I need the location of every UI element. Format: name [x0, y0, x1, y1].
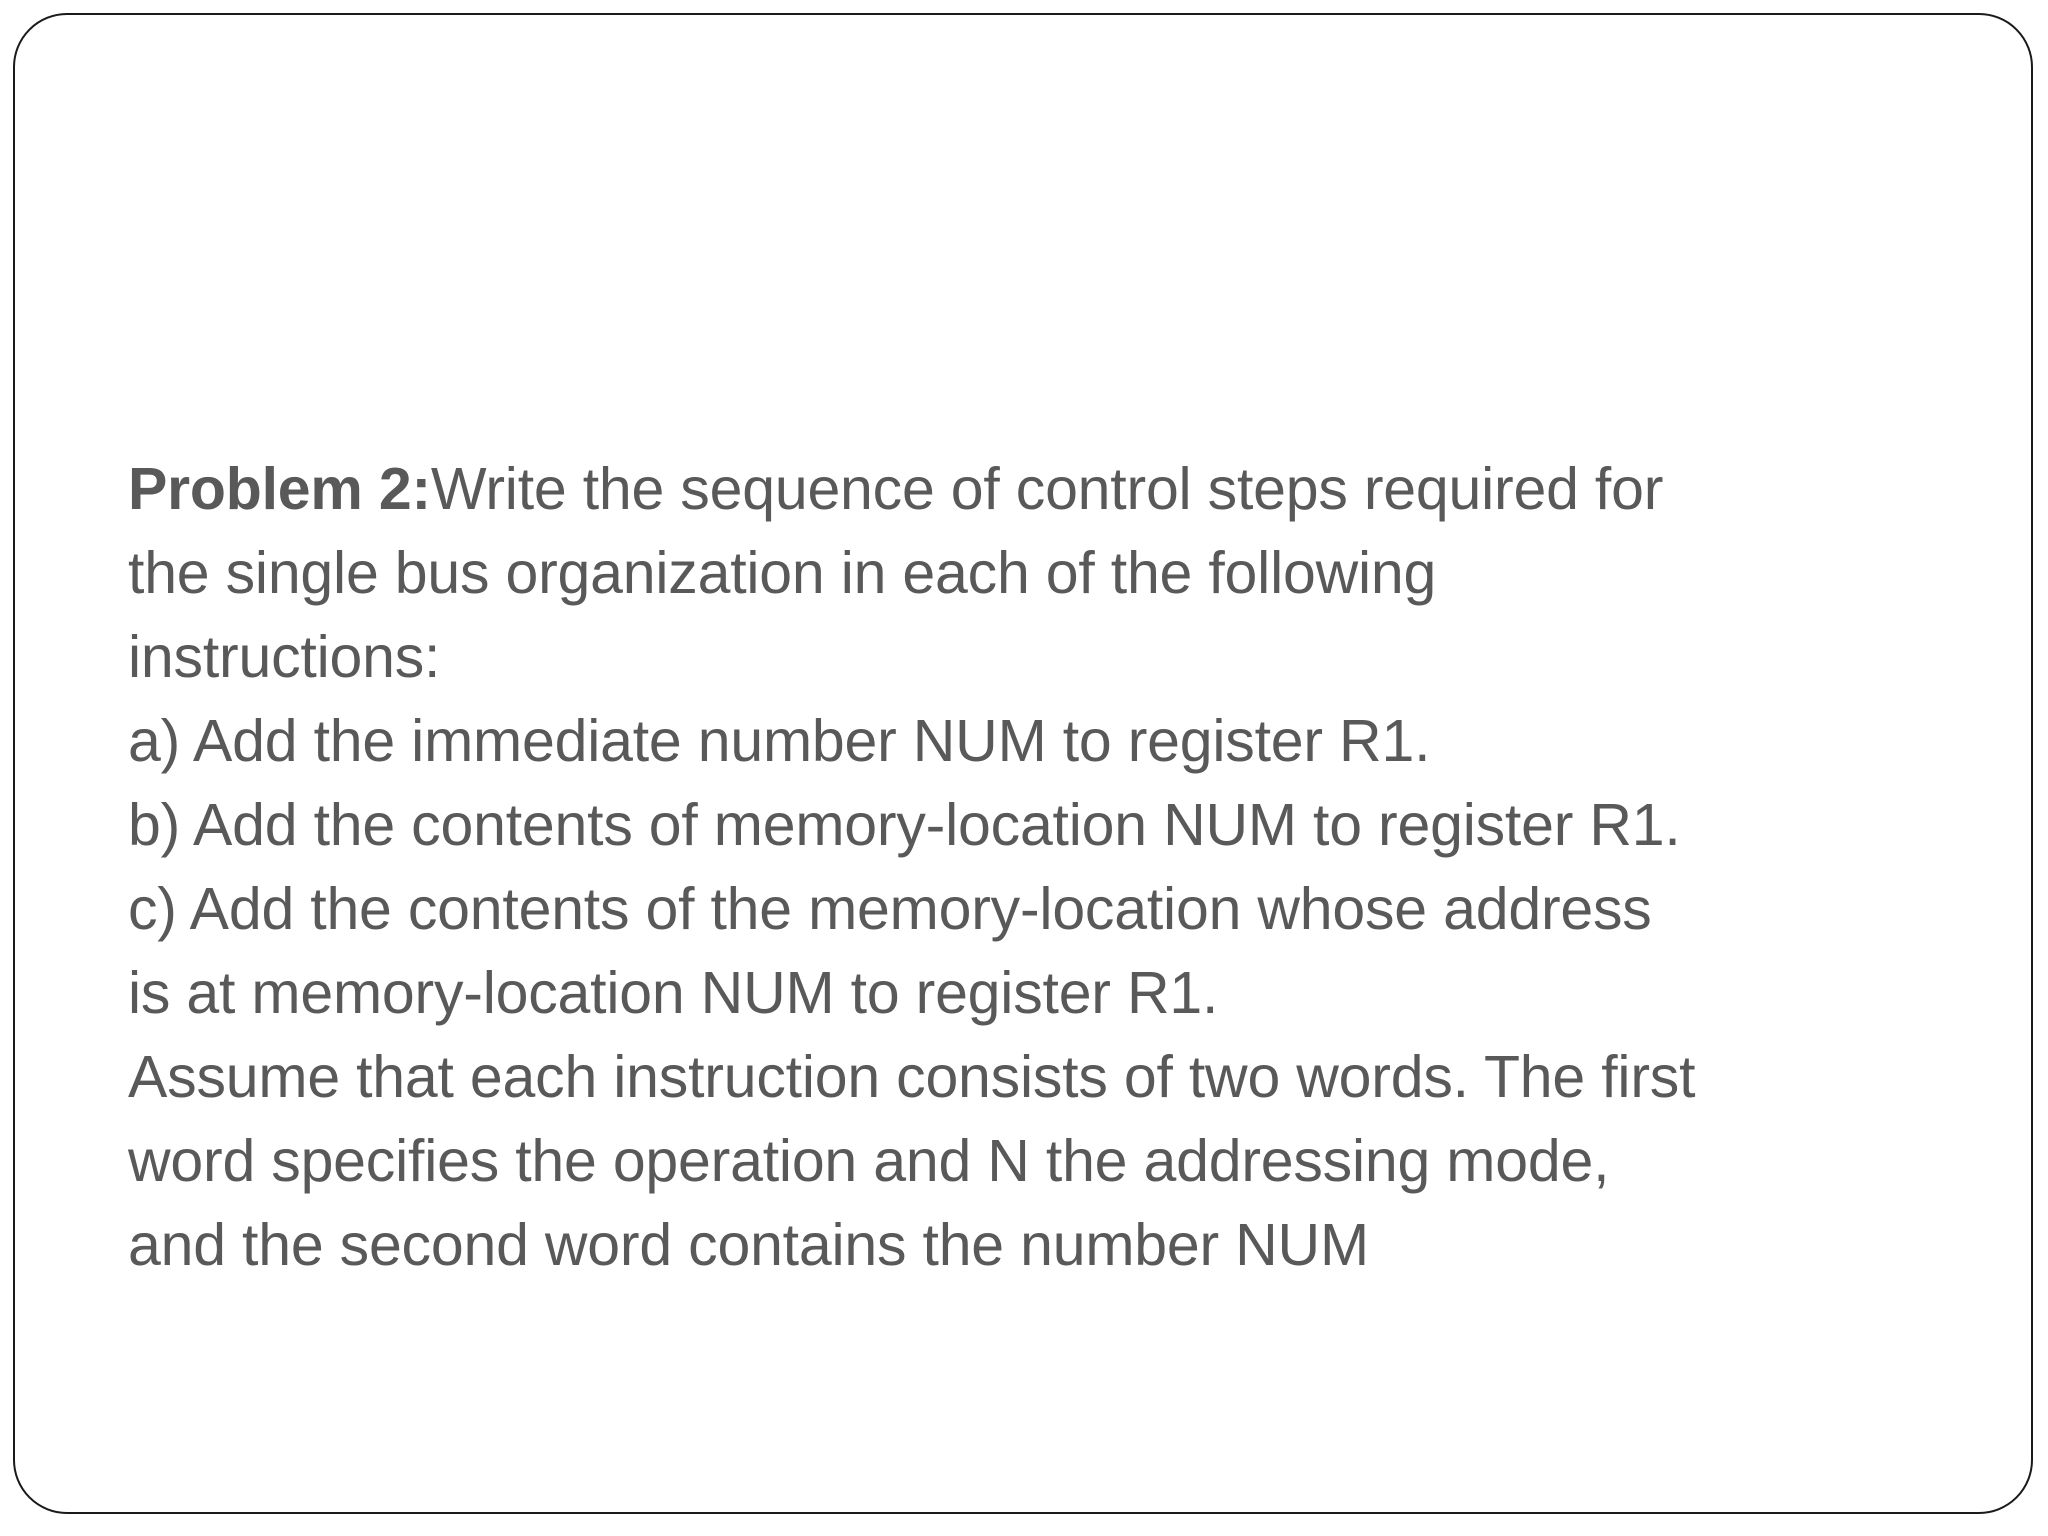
problem-heading-label: Problem 2:: [128, 456, 431, 522]
problem-line-1: Problem 2:Write the sequence of control …: [128, 447, 1958, 531]
problem-item-c: c) Add the contents of the memory-locati…: [128, 876, 1652, 942]
problem-statement-block: Problem 2:Write the sequence of control …: [128, 447, 1958, 1287]
slide-frame: Problem 2:Write the sequence of control …: [13, 13, 2033, 1514]
problem-item-a: a) Add the immediate number NUM to regis…: [128, 708, 1431, 774]
problem-line-2: the single bus organization in each of t…: [128, 540, 1437, 606]
problem-assumption-line-2: word specifies the operation and N the a…: [128, 1128, 1610, 1194]
problem-assumption-line-1: Assume that each instruction consists of…: [128, 1044, 1696, 1110]
problem-line-1-text: Write the sequence of control steps requ…: [430, 456, 1664, 522]
problem-line-3: instructions:: [128, 624, 441, 690]
problem-assumption-line-3: and the second word contains the number …: [128, 1212, 1369, 1278]
problem-item-c-continued: is at memory-location NUM to register R1…: [128, 960, 1219, 1026]
problem-item-b: b) Add the contents of memory-location N…: [128, 792, 1681, 858]
